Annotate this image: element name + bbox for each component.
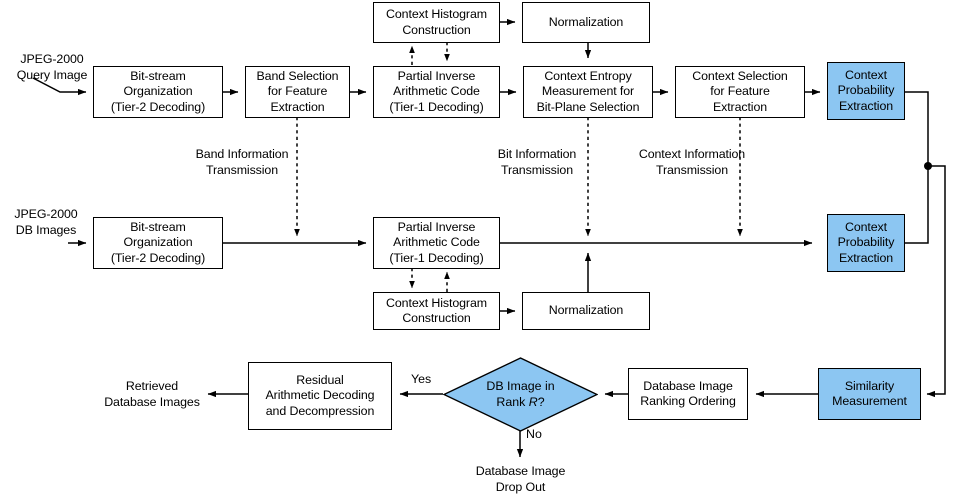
label-line: (Tier-2 Decoding) — [110, 99, 206, 114]
label-line: Extraction — [838, 98, 894, 113]
label-line: Normalization — [548, 303, 624, 318]
label-db-images-input: JPEG-2000 DB Images — [4, 207, 88, 238]
label-line: DB Image in — [486, 379, 555, 394]
label-line: Bit-Plane Selection — [536, 99, 640, 114]
label-line: JPEG-2000 — [20, 52, 84, 66]
label-line: DB Images — [15, 222, 77, 237]
label-line: Measurement — [832, 394, 907, 408]
edge-ctxprob-similarity — [926, 165, 946, 398]
label-line: Construction — [402, 22, 471, 37]
label-line: Partial Inverse — [397, 220, 476, 235]
label-line-rank: Rank R? — [486, 395, 554, 410]
label-line: Ranking Ordering — [640, 394, 736, 408]
diamond-label: DB Image in Rank R? — [443, 357, 598, 432]
label-line: for Feature — [267, 84, 328, 99]
label-query-image-input: JPEG-2000 Query Image — [10, 52, 94, 83]
label-line: Partial Inverse — [397, 69, 476, 84]
label-line: Context Selection — [692, 69, 788, 84]
label-line: Query Image — [16, 67, 88, 82]
node-query-normalization[interactable]: Normalization — [522, 2, 650, 43]
label-line: Organization — [123, 235, 193, 250]
node-db-normalization[interactable]: Normalization — [522, 292, 650, 330]
label-line: Construction — [402, 311, 471, 325]
label-line: Transmission — [500, 162, 573, 177]
node-db-context-histogram-construction[interactable]: Context Histogram Construction — [373, 292, 500, 330]
node-band-selection[interactable]: Band Selection for Feature Extraction — [245, 66, 350, 118]
label-rank-prefix: Rank — [496, 394, 529, 409]
label-line: Band Selection — [256, 69, 339, 84]
label-line: (Tier-1 Decoding) — [389, 250, 484, 265]
label-line: Database Image — [475, 464, 566, 478]
label-bit-information-transmission: Bit Information Transmission — [489, 147, 585, 178]
label-decision-yes: Yes — [411, 372, 432, 386]
label-decision-no: No — [526, 427, 542, 441]
label-line: Band Information — [195, 147, 289, 161]
label-line: Context — [844, 68, 887, 83]
label-line: Normalization — [548, 14, 624, 29]
label-line: (Tier-1 Decoding) — [389, 99, 484, 114]
label-line: Transmission — [655, 162, 728, 177]
label-database-image-drop-out: Database Image Drop Out — [458, 464, 583, 495]
label-line: Retrieved — [125, 379, 179, 393]
node-query-partial-inverse-arithmetic-code[interactable]: Partial Inverse Arithmetic Code (Tier-1 … — [373, 66, 500, 118]
label-rank-suffix: ? — [537, 394, 545, 409]
node-database-image-ranking-ordering[interactable]: Database Image Ranking Ordering — [628, 368, 748, 420]
label-line: Similarity — [844, 378, 895, 393]
label-line: Database Images — [104, 394, 200, 409]
diamond-shape — [443, 357, 598, 432]
label-line: Context Entropy — [544, 69, 632, 84]
label-line: Extraction — [838, 250, 894, 265]
label-line: Bit-stream — [130, 220, 186, 235]
label-line: Arithmetic Decoding — [265, 388, 375, 403]
label-retrieved-database-images: Retrieved Database Images — [96, 379, 208, 410]
label-line: Probability — [837, 235, 895, 250]
label-line: JPEG-2000 — [14, 207, 78, 221]
label-rank-variable: R — [528, 394, 538, 409]
node-db-context-probability-extraction[interactable]: Context Probability Extraction — [827, 214, 905, 272]
node-similarity-measurement[interactable]: Similarity Measurement — [818, 368, 921, 420]
node-query-bitstream-organization[interactable]: Bit-stream Organization (Tier-2 Decoding… — [93, 66, 223, 118]
node-db-partial-inverse-arithmetic-code[interactable]: Partial Inverse Arithmetic Code (Tier-1 … — [373, 217, 500, 269]
label-line: (Tier-2 Decoding) — [110, 250, 206, 265]
label-line: Measurement for — [541, 84, 635, 99]
node-query-context-probability-extraction[interactable]: Context Probability Extraction — [827, 62, 905, 120]
label-line: Organization — [123, 84, 193, 99]
label-line: Arithmetic Code — [393, 235, 480, 250]
label-line: for Feature — [710, 84, 770, 99]
label-line: and Decompression — [265, 403, 375, 418]
node-db-image-in-rank-decision[interactable]: DB Image in Rank R? — [443, 357, 598, 432]
label-line: Transmission — [205, 162, 278, 177]
junction-dot — [924, 162, 932, 170]
label-line: Probability — [837, 83, 895, 98]
node-context-selection[interactable]: Context Selection for Feature Extraction — [675, 66, 805, 118]
label-line: Context Histogram — [386, 7, 487, 22]
edge-ctxprob-link — [905, 91, 929, 244]
node-residual-arithmetic-decoding[interactable]: Residual Arithmetic Decoding and Decompr… — [248, 362, 392, 430]
label-line: Context Histogram — [386, 295, 487, 310]
label-line: Database Image — [643, 378, 733, 393]
label-line: Extraction — [712, 99, 768, 114]
label-line: Context — [844, 220, 887, 235]
node-query-context-histogram-construction[interactable]: Context Histogram Construction — [373, 2, 500, 43]
label-context-information-transmission: Context Information Transmission — [633, 147, 751, 178]
label-line: Arithmetic Code — [393, 84, 480, 99]
node-context-entropy-measurement[interactable]: Context Entropy Measurement for Bit-Plan… — [523, 66, 653, 118]
label-line: Residual — [296, 373, 344, 388]
label-line: Context Information — [638, 147, 746, 161]
label-line: Bit-stream — [130, 69, 186, 84]
label-line: Drop Out — [495, 479, 546, 494]
node-db-bitstream-organization[interactable]: Bit-stream Organization (Tier-2 Decoding… — [93, 217, 223, 269]
label-band-information-transmission: Band Information Transmission — [186, 147, 298, 178]
label-line: Extraction — [270, 99, 325, 114]
label-line: Bit Information — [497, 147, 577, 161]
